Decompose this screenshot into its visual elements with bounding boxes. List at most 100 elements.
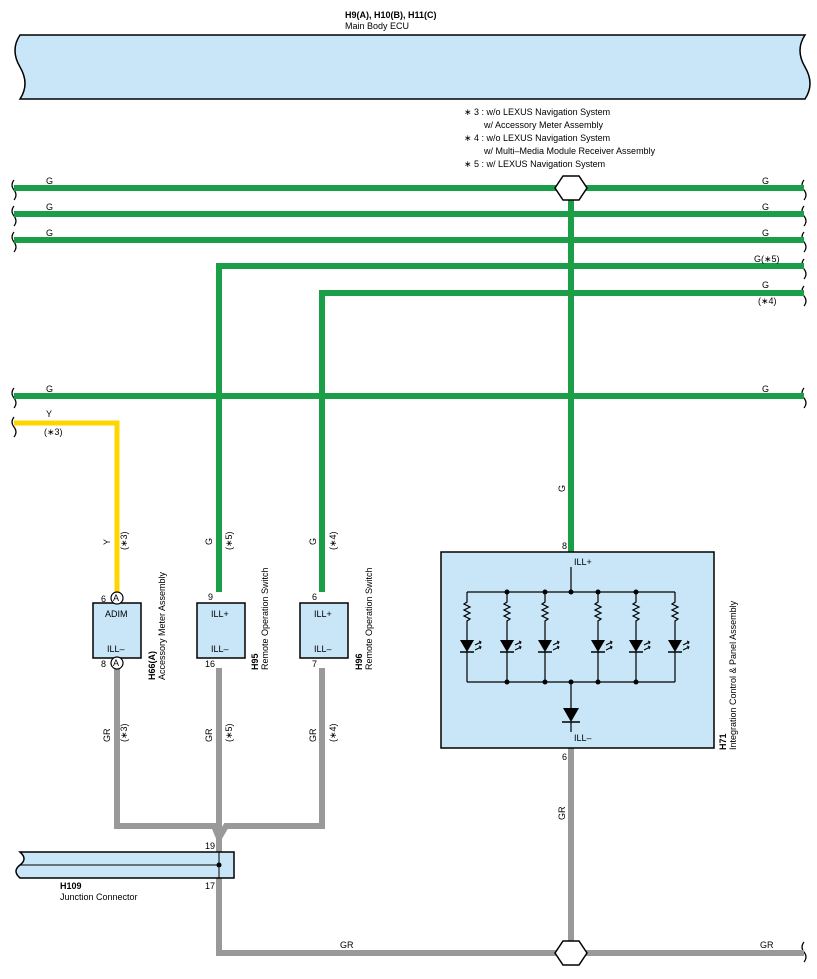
- label-g4-right: G: [762, 280, 769, 290]
- h66-conn-bot-label: A: [113, 658, 119, 668]
- h95-name: Remote Operation Switch: [260, 567, 270, 670]
- light-arrows-icon: [643, 640, 651, 651]
- label-n4-right: (∗4): [758, 296, 777, 306]
- h71-junction-dots: [504, 589, 639, 685]
- led-icon: [629, 640, 643, 652]
- wire-g-5: [216, 263, 804, 592]
- note-4: ∗ 4 : w/o LEXUS Navigation System: [464, 133, 610, 143]
- label-gr-bottom-left: GR: [340, 940, 354, 950]
- h66-pin-bot: 8: [101, 659, 106, 669]
- label-g-2-left: G: [46, 202, 53, 212]
- light-arrows-icon: [605, 640, 613, 651]
- label-y-vert: Y: [102, 539, 112, 545]
- resistor: [540, 592, 550, 682]
- h109-pin-a: 19: [205, 841, 215, 851]
- h95-component: 9 16 ILL+ ILL– H95 Remote Operation Swit…: [196, 567, 270, 670]
- label-n3-gr-vert: (∗3): [119, 723, 129, 742]
- h109-pin-b: 17: [205, 881, 215, 891]
- notes: ∗ 3 : w/o LEXUS Navigation System w/ Acc…: [464, 107, 656, 169]
- label-g-h95-vert: G: [204, 538, 214, 545]
- h71-body: [440, 551, 715, 749]
- h71-diode: [563, 708, 579, 722]
- ecu-ref: H9(A), H10(B), H11(C): [345, 10, 437, 20]
- h95-ref: H95: [250, 653, 260, 670]
- h96-component: 6 7 ILL+ ILL– H96 Remote Operation Switc…: [299, 567, 374, 670]
- h71-bot-label: ILL–: [574, 733, 592, 743]
- led-branch: [460, 592, 482, 682]
- label-n4-vert: (∗4): [328, 531, 338, 550]
- label-g-1-left: G: [46, 176, 53, 186]
- label-g-2-right: G: [762, 202, 769, 212]
- led-branch: [538, 592, 560, 682]
- label-gr-h95-vert: GR: [204, 728, 214, 742]
- h95-pin-bot: 16: [205, 659, 215, 669]
- label-g-1-right: G: [762, 176, 769, 186]
- resistor: [670, 592, 680, 682]
- h95-pin-top: 9: [208, 592, 213, 602]
- note-4-detail: w/ Multi–Media Module Receiver Assembly: [483, 146, 656, 156]
- resistor: [631, 592, 641, 682]
- led-branch: [591, 592, 613, 682]
- label-g5-right: G(∗5): [754, 254, 780, 264]
- wire-g-4: [319, 290, 804, 592]
- label-gr-h66-vert: GR: [102, 728, 112, 742]
- led-icon: [668, 640, 682, 652]
- led-icon: [538, 640, 552, 652]
- h66-top-label: ADIM: [105, 609, 128, 619]
- h96-ref: H96: [354, 653, 364, 670]
- h109-dot: [216, 862, 222, 868]
- ecu-name: Main Body ECU: [345, 21, 409, 31]
- led-branch: [668, 592, 690, 682]
- h95-bot-label: ILL–: [211, 644, 229, 654]
- h109-ref: H109: [60, 881, 82, 891]
- resistor: [502, 592, 512, 682]
- note-5: ∗ 5 : w/ LEXUS Navigation System: [464, 159, 605, 169]
- h96-bot-label: ILL–: [314, 644, 332, 654]
- led-icon: [500, 640, 514, 652]
- label-g-4b-right: G: [762, 384, 769, 394]
- label-gr-bottom-right: GR: [760, 940, 774, 950]
- resistor: [593, 592, 603, 682]
- wire-gr-h66: [114, 668, 222, 840]
- h66-name: Accessory Meter Assembly: [157, 571, 167, 680]
- h66-bot-label: ILL–: [107, 644, 125, 654]
- led-branch: [500, 592, 522, 682]
- label-n5-vert: (∗5): [224, 531, 234, 550]
- h71-pin-top: 8: [562, 541, 567, 551]
- h109-name: Junction Connector: [60, 892, 138, 902]
- splice-gray: [554, 940, 588, 966]
- note-3-detail: w/ Accessory Meter Assembly: [483, 120, 604, 130]
- wire-gr-ground: [216, 878, 804, 956]
- led-icon: [460, 640, 474, 652]
- wire-y: [14, 420, 120, 592]
- splice-green: [554, 175, 588, 201]
- label-g-h71-vert: G: [557, 485, 567, 492]
- label-g-4b-left: G: [46, 384, 53, 394]
- h66-connector-bot: [110, 656, 124, 670]
- h66-component: A A 6 8 ADIM ILL– H66(A) Accessory Meter…: [92, 571, 167, 680]
- label-y-left: Y: [46, 409, 52, 419]
- h66-connector-top: [110, 591, 124, 605]
- h66-ref: H66(A): [147, 651, 157, 680]
- light-arrows-icon: [474, 640, 482, 651]
- wire-labels: G G G G G G G(∗5) G (∗4) G G Y (∗3) GR G…: [44, 176, 780, 950]
- label-gr-h71-vert: GR: [557, 806, 567, 820]
- h71-component: 8 6 ILL+ ILL– H71 Integration Control & …: [440, 541, 738, 762]
- h71-ref: H71: [718, 733, 728, 750]
- light-arrows-icon: [514, 640, 522, 651]
- label-g-h96-vert: G: [308, 538, 318, 545]
- h96-name: Remote Operation Switch: [364, 567, 374, 670]
- label-g-3-left: G: [46, 228, 53, 238]
- h96-pin-bot: 7: [312, 659, 317, 669]
- h66-pin-top: 6: [101, 594, 106, 604]
- label-n4-gr-vert: (∗4): [328, 723, 338, 742]
- h71-name: Integration Control & Panel Assembly: [728, 600, 738, 750]
- h71-top-label: ILL+: [574, 557, 592, 567]
- h66-conn-top-label: A: [113, 593, 119, 603]
- label-n3-left: (∗3): [44, 427, 63, 437]
- h96-top-label: ILL+: [314, 609, 332, 619]
- h96-pin-top: 6: [312, 592, 317, 602]
- label-n3-vert: (∗3): [119, 531, 129, 550]
- h95-body: [196, 602, 246, 659]
